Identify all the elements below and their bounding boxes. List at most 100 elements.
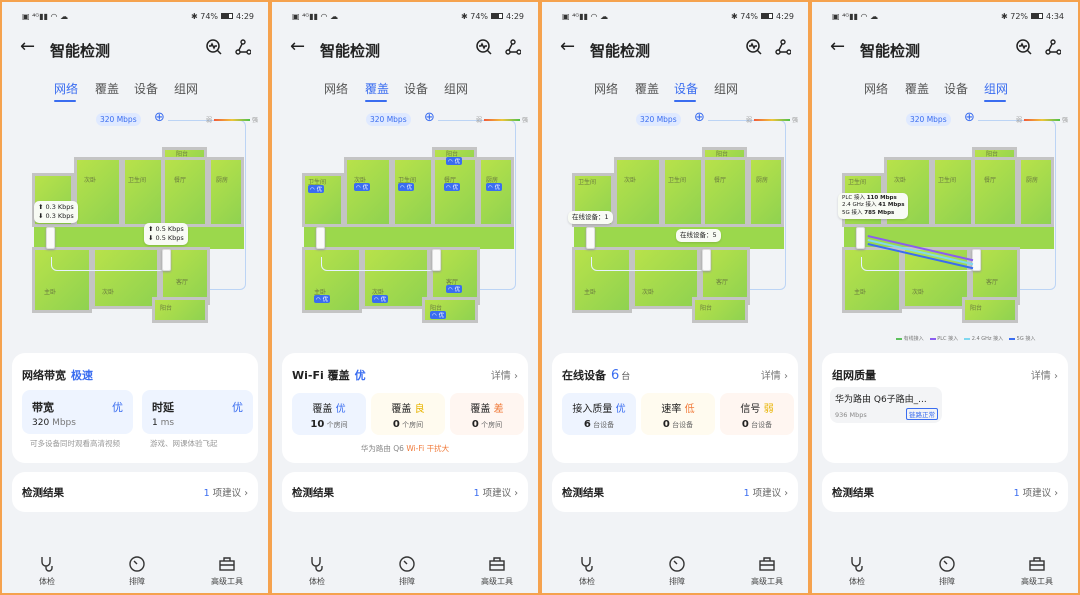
tab-2[interactable]: 设备 [134, 82, 159, 96]
mesh-rate: 5G 接入 785 Mbps [842, 209, 895, 216]
interference-note[interactable]: 华为路由 Q6 Wi-Fi 干扰大 [360, 444, 450, 453]
nav-checkup[interactable]: 体检 [817, 555, 897, 587]
legend-gradient [214, 118, 251, 121]
tab-3[interactable]: 组网 [174, 82, 199, 96]
tab-1[interactable]: 覆盖 [365, 82, 390, 96]
legend-strong: 强 [1062, 117, 1069, 124]
topology-icon[interactable] [1045, 39, 1062, 59]
metric-name: 带宽 [32, 401, 54, 414]
legend-gradient [754, 118, 791, 121]
room-label: 阳台 [986, 151, 999, 158]
diagnostics-icon[interactable] [206, 39, 222, 59]
active-tab-indicator [984, 100, 1006, 102]
topology-icon[interactable] [775, 39, 792, 59]
result-suggestions[interactable]: 1 项建议 › [203, 488, 248, 499]
download-rate: ⬇ 0.3 Kbps [38, 211, 74, 220]
details-link[interactable]: 详情 › [1031, 367, 1058, 382]
topology-icon[interactable] [505, 39, 522, 59]
nav-checkup[interactable]: 体检 [7, 555, 87, 587]
nav-checkup[interactable]: 体检 [547, 555, 627, 587]
battery-icon [1031, 13, 1044, 19]
tab-0[interactable]: 网络 [594, 82, 619, 96]
status-left-icons: ▣ ⁴ᴳ▮▮ ◠ ☁ [22, 12, 69, 21]
diagnostics-icon[interactable] [746, 39, 762, 59]
card-rating: 优 [354, 369, 366, 382]
nav-checkup[interactable]: 体检 [277, 555, 357, 587]
status-right: ✱ 74%4:29 [461, 12, 524, 21]
room-label: 主卧 [584, 289, 597, 296]
tab-2[interactable]: 设备 [404, 82, 429, 96]
room-label: 次卧 [912, 289, 925, 296]
tab-1[interactable]: 覆盖 [905, 82, 930, 96]
tab-2[interactable]: 设备 [674, 82, 699, 96]
room-label: 客厅 [986, 279, 999, 286]
details-link[interactable]: 详情 › [761, 367, 788, 382]
diagnostics-icon[interactable] [476, 39, 492, 59]
tab-3[interactable]: 组网 [984, 82, 1009, 96]
room-label: 厨房 [756, 177, 769, 184]
details-link[interactable]: 详情 › [491, 367, 518, 382]
nav-label: 高级工具 [481, 577, 513, 586]
bandwidth-pill: 320 Mbps [906, 113, 951, 126]
nav-advanced-tools[interactable]: 高级工具 [997, 555, 1077, 587]
room-label: 餐厅 [714, 177, 727, 184]
back-button[interactable]: ← [290, 36, 306, 57]
tab-0[interactable]: 网络 [54, 82, 79, 96]
room-label: 主卧 [44, 289, 57, 296]
online-devices-tooltip[interactable]: 在线设备：5 [676, 229, 721, 242]
room [1018, 157, 1054, 227]
tab-3[interactable]: 组网 [714, 82, 739, 96]
room [74, 157, 122, 227]
topology-icon[interactable] [235, 39, 252, 59]
back-button[interactable]: ← [830, 36, 846, 57]
tab-1[interactable]: 覆盖 [635, 82, 660, 96]
tab-0[interactable]: 网络 [864, 82, 889, 96]
nav-troubleshoot[interactable]: 排障 [637, 555, 717, 587]
tab-0[interactable]: 网络 [324, 82, 349, 96]
tab-3[interactable]: 组网 [444, 82, 469, 96]
nav-troubleshoot[interactable]: 排障 [907, 555, 987, 587]
metric-name: 接入质量 优 [572, 404, 626, 415]
room-label: 主卧 [314, 289, 327, 296]
nav-advanced-tools[interactable]: 高级工具 [457, 555, 537, 587]
tab-2[interactable]: 设备 [944, 82, 969, 96]
clock: 4:34 [1046, 12, 1064, 21]
back-button[interactable]: ← [20, 36, 36, 57]
nav-troubleshoot[interactable]: 排障 [367, 555, 447, 587]
nav-troubleshoot[interactable]: 排障 [97, 555, 177, 587]
tab-1[interactable]: 覆盖 [95, 82, 120, 96]
room-label: 次卧 [354, 177, 367, 184]
back-button[interactable]: ← [560, 36, 576, 57]
result-suggestions[interactable]: 1 项建议 › [1013, 488, 1058, 499]
nav-advanced-tools[interactable]: 高级工具 [187, 555, 267, 587]
result-suggestions[interactable]: 1 项建议 › [473, 488, 518, 499]
room-coverage-badge: ◠ 优 [430, 311, 447, 319]
signal-legend: 弱强 [1016, 115, 1068, 124]
active-tab-indicator [54, 100, 76, 102]
diagnostics-icon[interactable] [1016, 39, 1032, 59]
result-suggestions[interactable]: 1 项建议 › [743, 488, 788, 499]
room [842, 247, 902, 313]
gauge-icon [637, 555, 717, 573]
nav-advanced-tools[interactable]: 高级工具 [727, 555, 807, 587]
room [162, 157, 208, 227]
online-devices-tooltip[interactable]: 在线设备：1 [568, 211, 613, 224]
